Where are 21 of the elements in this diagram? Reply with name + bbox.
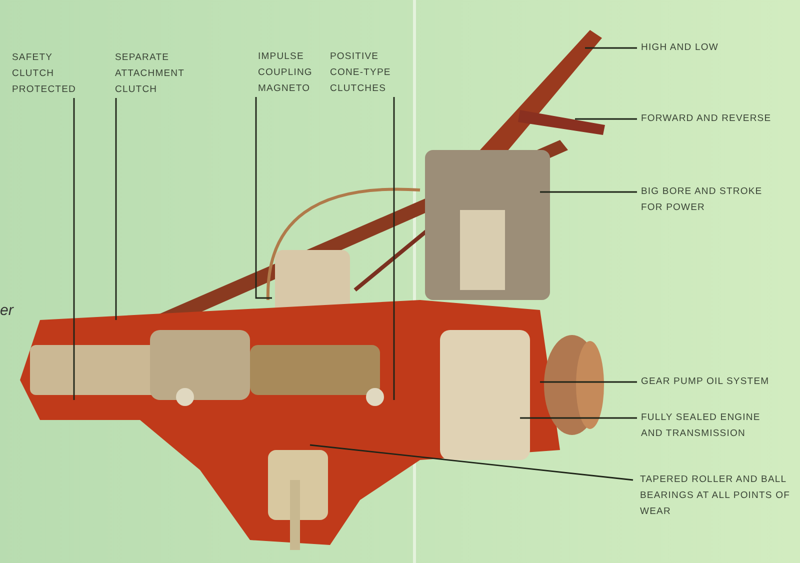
text-fragment: er xyxy=(0,302,14,319)
callout-label: FORWARD AND REVERSE xyxy=(641,111,791,127)
leader-line xyxy=(585,47,637,49)
callout-label: SEPARATE ATTACHMENT CLUTCH xyxy=(115,50,195,98)
leader-line xyxy=(540,191,637,193)
leader-line xyxy=(393,97,395,400)
callout-label: TAPERED ROLLER AND BALL BEARINGS AT ALL POINTS OF WEAR xyxy=(640,472,790,520)
callout-label: IMPULSE COUPLING MAGNETO xyxy=(258,49,328,97)
callout-label: GEAR PUMP OIL SYSTEM xyxy=(641,374,791,390)
callout-label: HIGH AND LOW xyxy=(641,40,771,56)
callout-label: SAFETY CLUTCH PROTECTED xyxy=(12,50,82,98)
leader-line xyxy=(540,381,637,383)
leader-line xyxy=(310,444,634,481)
callout-label: FULLY SEALED ENGINE AND TRANSMISSION xyxy=(641,410,781,442)
callout-label: BIG BORE AND STROKE FOR POWER xyxy=(641,184,781,216)
leader-line xyxy=(115,98,117,320)
leader-line xyxy=(255,97,272,299)
leader-line xyxy=(73,98,75,400)
leader-line xyxy=(575,118,637,120)
leader-line xyxy=(520,417,637,419)
callout-label: POSITIVE CONE-TYPE CLUTCHES xyxy=(330,49,410,97)
